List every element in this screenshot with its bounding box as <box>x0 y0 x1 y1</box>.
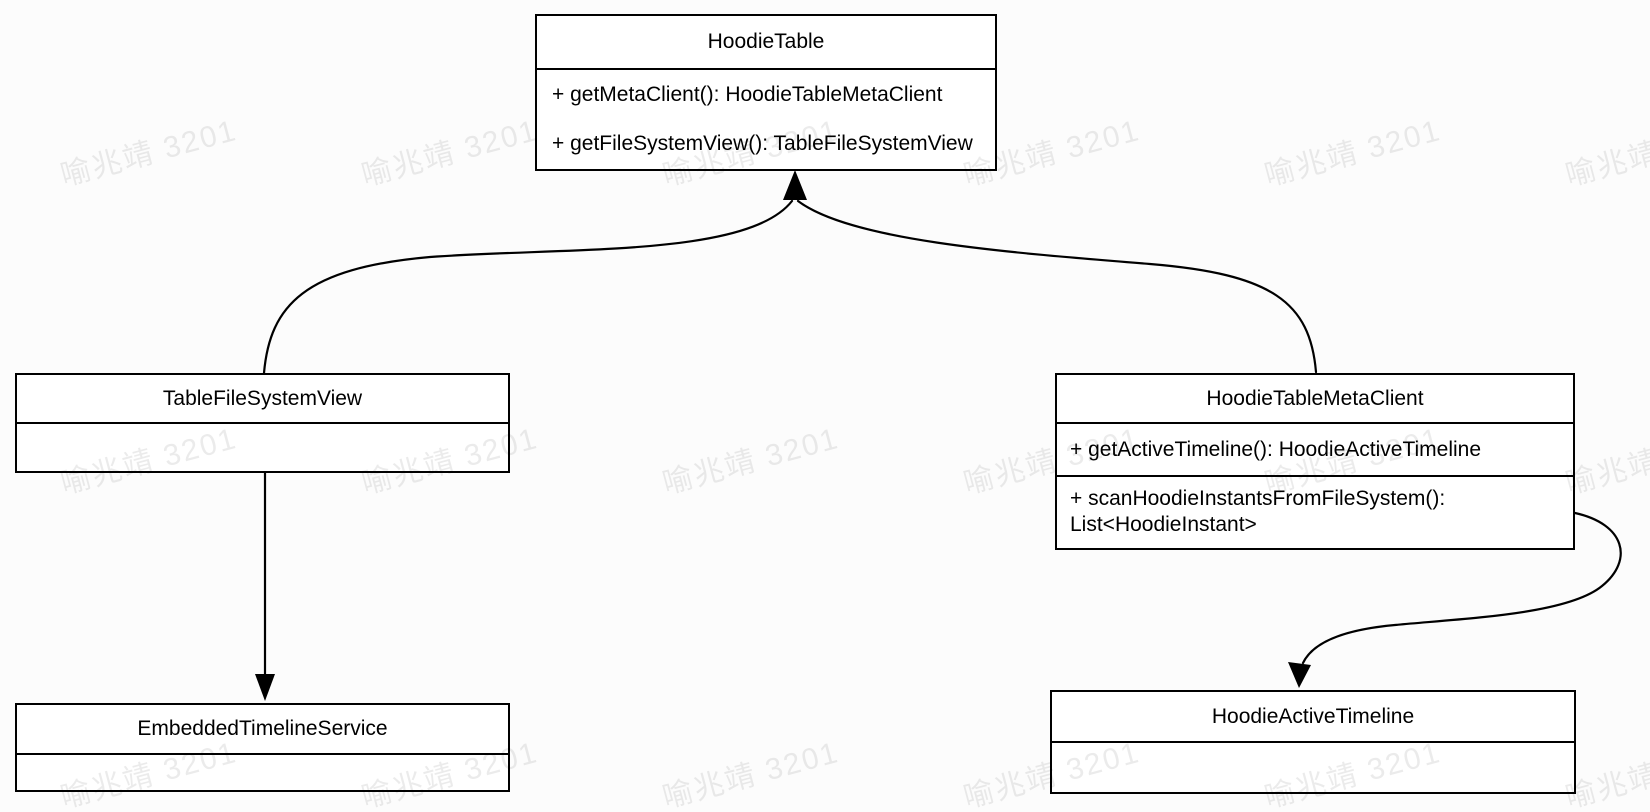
class-tablefilesystemview-title: TableFileSystemView <box>162 386 363 410</box>
relation-tablefilesystemview-to-hoodietable <box>262 199 794 375</box>
relation-hoodietablemetaclient-to-hoodietable <box>796 199 1318 374</box>
class-hoodietable-title: HoodieTable <box>707 30 825 53</box>
relation-hoodietablemetaclient-to-hoodieactivetimeline <box>1301 511 1622 665</box>
arrowhead-down-hoodieactivetimeline <box>1288 662 1311 688</box>
class-hoodieactivetimeline-body <box>1052 741 1574 792</box>
method-getfilesystemview: + getFileSystemView(): TableFileSystemVi… <box>552 132 973 156</box>
class-hoodietable-body: + getMetaClient(): HoodieTableMetaClient… <box>537 68 995 169</box>
class-hoodieactivetimeline-title: HoodieActiveTimeline <box>1211 704 1415 728</box>
class-embeddedtimelineservice-title: EmbeddedTimelineService <box>137 717 388 740</box>
class-hoodietable: HoodieTable + getMetaClient(): HoodieTab… <box>535 14 997 171</box>
arrowhead-up-hoodietable <box>783 170 807 200</box>
class-hoodieactivetimeline: HoodieActiveTimeline <box>1050 690 1576 794</box>
class-hoodietablemetaclient: HoodieTableMetaClient + getActiveTimelin… <box>1055 373 1575 550</box>
class-hoodietablemetaclient-title: HoodieTableMetaClient <box>1206 386 1424 410</box>
class-embeddedtimelineservice: EmbeddedTimelineService <box>15 703 510 792</box>
arrowhead-down-embeddedtimelineservice <box>255 674 275 701</box>
method-getactivetimeline: + getActiveTimeline(): HoodieActiveTimel… <box>1057 422 1573 475</box>
class-tablefilesystemview: TableFileSystemView <box>15 373 510 473</box>
class-tablefilesystemview-body <box>17 422 508 471</box>
method-getmetaclient: + getMetaClient(): HoodieTableMetaClient <box>552 82 943 106</box>
class-embeddedtimelineservice-body <box>17 753 508 790</box>
method-scanhoodieinstantsfromfilesystem: + scanHoodieInstantsFromFileSystem(): Li… <box>1057 475 1573 548</box>
